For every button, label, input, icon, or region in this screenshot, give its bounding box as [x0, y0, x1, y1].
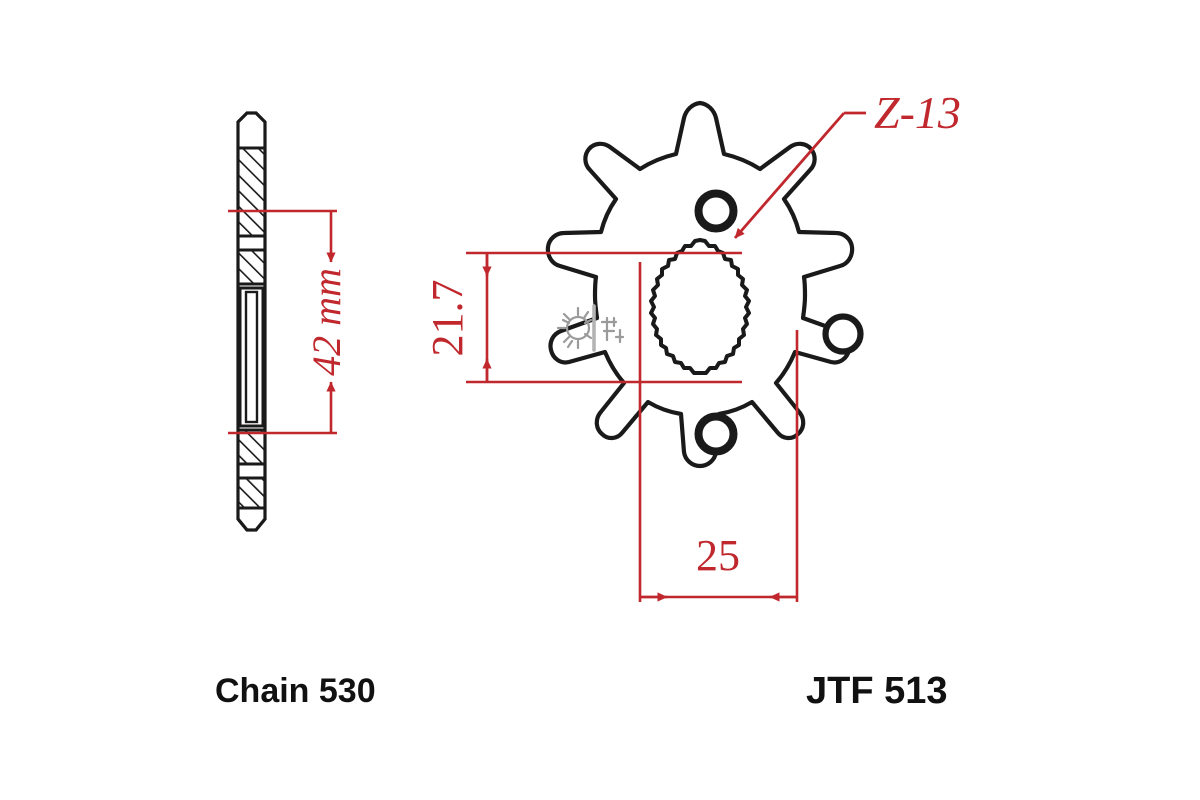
manufacturer-stamp-logo [556, 304, 625, 352]
side-view-outline [236, 111, 267, 532]
callout-z13-leader [733, 112, 846, 239]
side-section-view [236, 111, 267, 532]
dimension-42mm-label: 42 mm [304, 268, 349, 376]
dimension-42mm: 42 mm [228, 209, 349, 435]
bolt-hole-right [822, 313, 864, 355]
side-view-upper-relief [236, 234, 267, 252]
side-view-lower-relief [236, 462, 267, 480]
bolt-hole-top [694, 189, 738, 233]
dimension-25-label: 25 [696, 531, 740, 580]
side-view-bottom-tooth-section [236, 476, 267, 510]
side-view-lower-hub-section [236, 428, 267, 466]
front-view [545, 100, 864, 469]
chain-spec-label: Chain 530 [215, 672, 376, 710]
bolt-hole-bottom [694, 412, 738, 456]
dimension-25: 25 [638, 262, 799, 602]
side-view-upper-hub-section [236, 248, 267, 286]
dimension-21-7: 21.7 [423, 251, 742, 384]
side-view-top-tooth-section [236, 146, 267, 238]
spline-bore-profile [649, 238, 751, 375]
callout-z13: Z-13 [733, 87, 961, 239]
dimension-21-7-label: 21.7 [423, 280, 472, 357]
side-view-bore-inner [244, 290, 259, 424]
callout-z13-label: Z-13 [874, 87, 961, 138]
part-number-label: JTF 513 [806, 670, 948, 712]
